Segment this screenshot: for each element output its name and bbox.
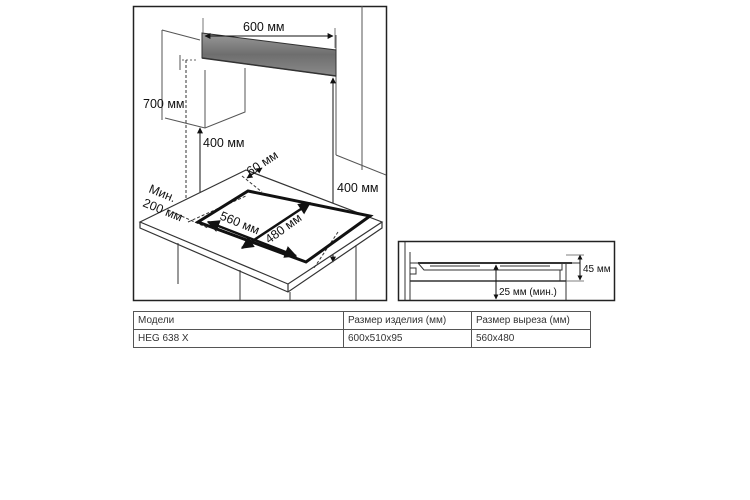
cell-product-size: 600x510x95: [343, 329, 472, 348]
width-600-label: 600 мм: [243, 20, 285, 34]
side-frame: [397, 240, 616, 302]
header-cutout-size: Размер выреза (мм): [471, 311, 591, 330]
gap-25-dimension: 25 мм (мин.): [493, 264, 557, 300]
diagram-frame: [132, 5, 388, 302]
height-400-left-label: 400 мм: [203, 136, 245, 150]
width-600-dimension: 600 мм: [202, 18, 336, 48]
header-product-size: Размер изделия (мм): [343, 311, 472, 330]
height-400-right-label: 400 мм: [337, 181, 379, 195]
table-header-row: Модели Размер изделия (мм) Размер выреза…: [133, 311, 591, 330]
gap-25-label: 25 мм (мин.): [499, 287, 557, 298]
thickness-45-dimension: 45 мм: [566, 254, 611, 282]
section-lines: [404, 242, 580, 300]
header-model: Модели: [133, 311, 344, 330]
height-700-dimension: 700 мм: [143, 59, 196, 215]
spec-table: Модели Размер изделия (мм) Размер выреза…: [133, 311, 591, 348]
cell-model: HEG 638 X: [133, 329, 344, 348]
height-700-label: 700 мм: [143, 97, 185, 111]
table-row: HEG 638 X 600x510x95 560x480: [133, 329, 591, 348]
hood: [201, 32, 337, 77]
cell-cutout-size: 560x480: [471, 329, 591, 348]
clearance-dashes: [167, 175, 339, 269]
thickness-45-label: 45 мм: [583, 264, 611, 275]
